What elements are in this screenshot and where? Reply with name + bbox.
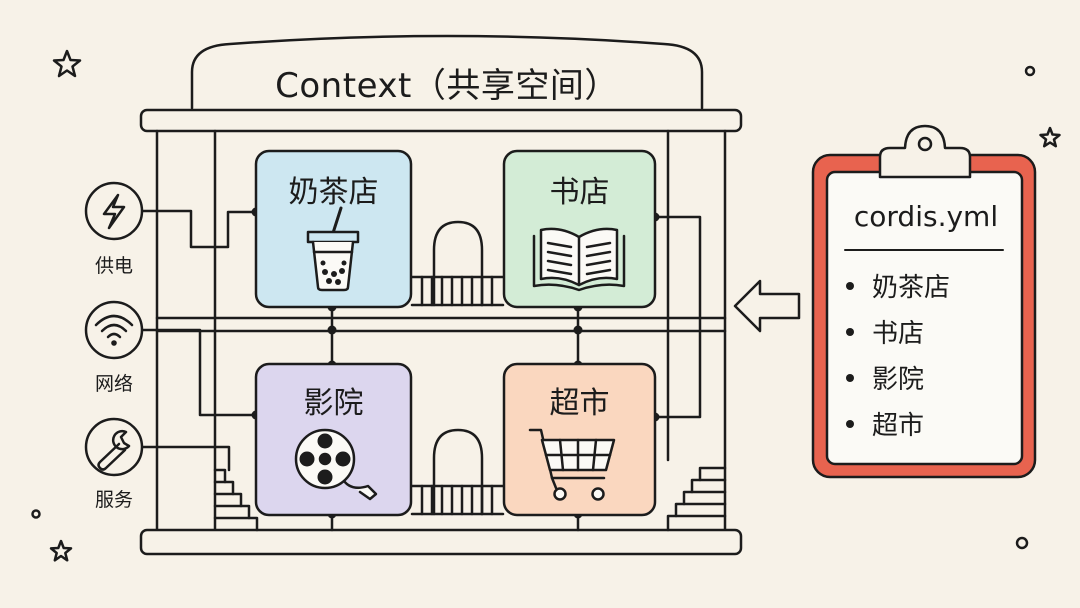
- left-staircase: [213, 468, 259, 532]
- star-decoration-bottom-left: [49, 539, 73, 562]
- star-decoration-right: [1039, 126, 1061, 148]
- config-list-item: 影院: [846, 360, 950, 406]
- config-item-label: 影院: [872, 365, 925, 395]
- config-item-list: 奶茶店 书店 影院 超市: [846, 268, 950, 452]
- right-wire: [653, 215, 702, 419]
- config-file-name: cordis.yml: [853, 200, 999, 233]
- bubble-tea-icon: [306, 206, 360, 292]
- room-title-bookstore: 书店: [549, 175, 610, 210]
- config-list-item: 奶茶店: [846, 268, 950, 314]
- config-item-label: 奶茶店: [872, 273, 951, 303]
- wire-node: [573, 325, 583, 335]
- left-arrow-icon: [733, 279, 801, 333]
- dot-decoration: [31, 509, 41, 519]
- open-book-icon: [532, 227, 626, 292]
- service-label-network: 网络: [94, 373, 133, 395]
- base-slab: [139, 528, 743, 556]
- config-list-item: 书店: [846, 314, 950, 360]
- shopping-cart-icon: [528, 428, 616, 501]
- service-label-power: 供电: [94, 255, 133, 277]
- power-wire: [141, 209, 258, 249]
- bullet-icon: [846, 327, 854, 336]
- context-title: Context（共享空间）: [275, 66, 619, 106]
- film-reel-icon: [294, 428, 378, 501]
- bullet-icon: [846, 281, 854, 290]
- bullet-icon: [846, 419, 854, 428]
- service-wire: [141, 445, 231, 472]
- room-title-cinema: 影院: [303, 386, 364, 421]
- room-title-milk-tea: 奶茶店: [288, 175, 379, 210]
- bullet-icon: [846, 373, 854, 382]
- lightning-icon: [84, 181, 144, 241]
- wrench-icon: [84, 417, 144, 477]
- building-roof: [190, 34, 704, 110]
- roof-slab: [139, 108, 743, 133]
- star-decoration-top-left: [52, 49, 82, 78]
- dot-decoration: [1024, 65, 1036, 77]
- upper-doorway: [410, 220, 505, 307]
- clipboard-clip-hole: [917, 136, 933, 152]
- clipboard-clip: [878, 124, 972, 179]
- right-staircase: [666, 466, 727, 532]
- lower-doorway: [410, 428, 505, 516]
- config-item-label: 超市: [872, 411, 925, 441]
- dot-decoration: [1015, 536, 1029, 550]
- room-title-supermarket: 超市: [549, 386, 610, 421]
- config-item-label: 书店: [872, 319, 925, 349]
- wifi-icon: [84, 300, 144, 360]
- service-label-service: 服务: [94, 489, 133, 511]
- wire-node: [327, 325, 337, 335]
- network-wire: [141, 328, 258, 417]
- config-list-item: 超市: [846, 406, 950, 452]
